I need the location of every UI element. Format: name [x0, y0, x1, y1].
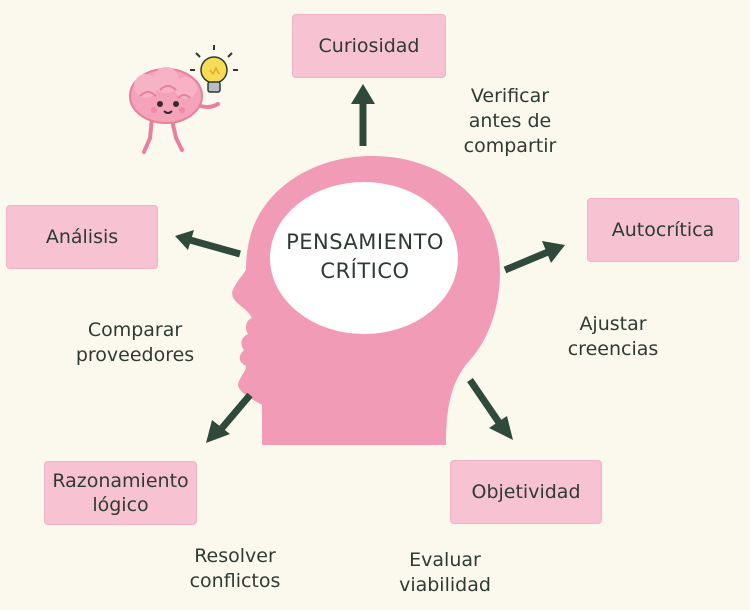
note-comparar-line1: Comparar	[87, 319, 183, 341]
note-comparar-line2: proveedores	[75, 344, 195, 366]
box-curiosidad-label: Curiosidad	[318, 35, 420, 57]
arrowhead-curiosidad	[351, 84, 375, 104]
note-ajustar-line1: Ajustar	[579, 313, 647, 335]
arrows	[175, 84, 565, 443]
box-razonamiento-line1: Razonamiento	[52, 470, 189, 492]
center-label-line1: PENSAMIENTO	[286, 230, 444, 254]
note-evaluar: Evaluar viabilidad	[390, 548, 500, 598]
arrowhead-razonamiento	[206, 420, 230, 443]
note-resolver-line2: conflictos	[189, 570, 281, 592]
box-objetividad: Objetividad	[450, 460, 602, 524]
arrow-to-analisis	[189, 236, 241, 258]
box-autocritica: Autocrítica	[587, 198, 739, 262]
arrowhead-analisis	[175, 230, 194, 250]
note-ajustar: Ajustar creencias	[558, 312, 668, 362]
note-verificar-line2: antes de	[468, 110, 552, 132]
note-comparar: Comparar proveedores	[60, 318, 210, 368]
note-verificar-line1: Verificar	[470, 85, 550, 107]
note-resolver: Resolver conflictos	[180, 544, 290, 594]
box-analisis-label: Análisis	[45, 226, 119, 248]
note-evaluar-line1: Evaluar	[409, 549, 481, 571]
box-razonamiento: Razonamiento lógico	[44, 461, 197, 525]
arrow-to-autocritica	[503, 248, 550, 274]
arrow-to-objetividad	[467, 378, 503, 426]
center-label-line2: CRÍTICO	[320, 259, 410, 283]
box-objetividad-label: Objetividad	[471, 481, 581, 503]
arrow-to-razonamiento	[219, 392, 253, 431]
center-oval	[270, 182, 458, 334]
lightbulb-icon	[190, 45, 238, 93]
box-razonamiento-line2: lógico	[92, 494, 149, 516]
arrowhead-objetividad	[489, 416, 513, 440]
brain-character-icon	[129, 67, 220, 154]
box-curiosidad: Curiosidad	[292, 14, 446, 78]
note-ajustar-line2: creencias	[567, 338, 659, 360]
note-verificar-line3: compartir	[463, 135, 557, 157]
note-resolver-line1: Resolver	[194, 545, 276, 567]
center-label: PENSAMIENTO CRÍTICO	[270, 228, 460, 286]
note-evaluar-line2: viabilidad	[399, 574, 491, 596]
arrowhead-autocritica	[542, 241, 565, 263]
note-verificar: Verificar antes de compartir	[455, 84, 565, 159]
box-analisis: Análisis	[6, 205, 158, 269]
box-autocritica-label: Autocrítica	[611, 219, 715, 241]
